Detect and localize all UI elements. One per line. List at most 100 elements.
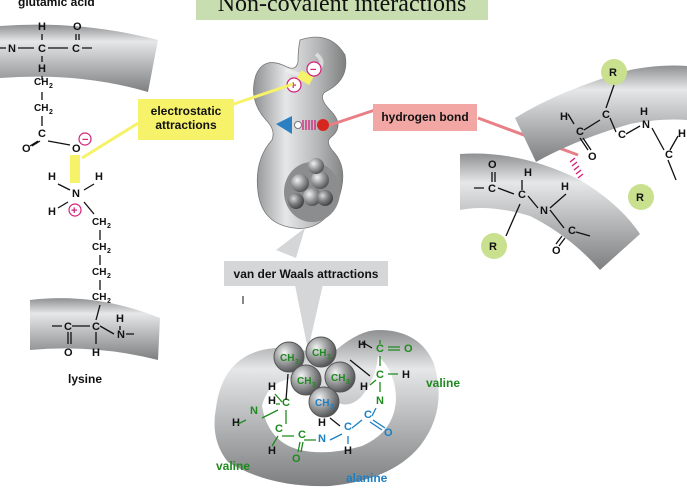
svg-text:CH: CH xyxy=(297,376,311,387)
svg-text:N: N xyxy=(376,395,384,407)
vdw-pointer-top xyxy=(276,228,305,258)
svg-text:H: H xyxy=(360,381,368,393)
svg-text:O: O xyxy=(588,151,597,163)
callout-hydrogen-bond: hydrogen bond xyxy=(373,110,477,124)
svg-text:CH: CH xyxy=(331,373,345,384)
svg-text:C: C xyxy=(568,225,576,237)
electrostatic-box xyxy=(138,99,234,140)
svg-text:O: O xyxy=(73,21,82,33)
svg-text:CH: CH xyxy=(92,217,106,228)
svg-text:2: 2 xyxy=(107,298,111,305)
svg-text:H: H xyxy=(318,417,326,429)
svg-text:CH: CH xyxy=(315,398,329,409)
svg-text:H: H xyxy=(38,21,46,33)
title-banner: Non-covalent interactions xyxy=(196,0,488,20)
svg-text:C: C xyxy=(38,128,46,140)
svg-text:C: C xyxy=(275,423,283,435)
label-valine-left: valine xyxy=(216,459,250,473)
svg-text:H: H xyxy=(402,369,410,381)
svg-text:+: + xyxy=(71,205,77,217)
svg-text:C: C xyxy=(602,109,610,121)
lysine-backbone-atoms: H C C N O H xyxy=(52,304,134,359)
svg-text:R: R xyxy=(636,192,644,204)
svg-text:O: O xyxy=(22,143,31,155)
svg-text:H: H xyxy=(95,171,103,183)
svg-text:CH: CH xyxy=(34,77,48,88)
title-text: Non-covalent interactions xyxy=(217,0,467,17)
svg-text:C: C xyxy=(298,429,306,441)
svg-text:R: R xyxy=(609,67,617,79)
svg-text:N: N xyxy=(117,329,125,341)
hbond-box xyxy=(373,104,477,131)
hbond-pointer xyxy=(329,108,376,127)
svg-text:C: C xyxy=(38,43,46,55)
svg-text:C: C xyxy=(344,421,352,433)
svg-text:3: 3 xyxy=(327,354,331,361)
svg-text:N: N xyxy=(72,188,80,200)
hydrophobic-balls xyxy=(288,158,333,209)
vdw-atoms: H C O C H N H H C H N H C H C O N H C H … xyxy=(232,339,413,465)
svg-text:H: H xyxy=(678,128,686,140)
lower-strand xyxy=(460,153,640,270)
svg-text:H: H xyxy=(524,167,532,179)
svg-text:H: H xyxy=(38,63,46,75)
glutamate-backbone xyxy=(0,24,158,92)
electrostatic-pointer-bottom xyxy=(81,120,141,160)
svg-text:C: C xyxy=(376,343,384,355)
svg-text:H: H xyxy=(358,339,366,351)
svg-text:H: H xyxy=(561,181,569,193)
svg-text:CH: CH xyxy=(312,348,326,359)
svg-text:CH: CH xyxy=(92,292,106,303)
label-alanine: alanine xyxy=(346,471,388,485)
svg-text:H: H xyxy=(268,395,276,407)
callout-electrostatic-text: electrostatic attractions xyxy=(150,104,222,132)
callout-van-der-waals-text: van der Waals attractions xyxy=(233,267,379,281)
svg-text:−: − xyxy=(82,134,88,146)
svg-text:C: C xyxy=(92,321,100,333)
svg-text:O: O xyxy=(488,159,497,171)
svg-text:O: O xyxy=(552,245,561,257)
svg-text:2: 2 xyxy=(107,248,111,255)
svg-text:H: H xyxy=(560,111,568,123)
svg-text:+: + xyxy=(290,80,296,92)
svg-text:N: N xyxy=(642,119,650,131)
svg-text:C: C xyxy=(72,43,80,55)
svg-text:H: H xyxy=(268,381,276,393)
svg-text:3: 3 xyxy=(346,379,350,386)
svg-text:C: C xyxy=(282,397,290,409)
svg-text:3: 3 xyxy=(295,359,299,366)
svg-text:H: H xyxy=(232,417,240,429)
svg-text:H: H xyxy=(268,445,276,457)
svg-text:C: C xyxy=(665,149,673,161)
svg-text:H: H xyxy=(48,206,56,218)
svg-text:CH: CH xyxy=(34,103,48,114)
svg-text:2: 2 xyxy=(49,109,53,116)
protein-hbond xyxy=(276,116,329,134)
electrostatic-link xyxy=(70,155,80,183)
svg-text:H: H xyxy=(640,106,648,118)
svg-text:−: − xyxy=(310,64,316,76)
svg-text:CH: CH xyxy=(92,267,106,278)
hbond-dashes xyxy=(569,157,584,179)
lower-strand-atoms: O H H C C N C O R xyxy=(474,159,591,259)
svg-text:3: 3 xyxy=(312,382,316,389)
callout-van-der-waals: van der Waals attractions xyxy=(224,267,388,281)
svg-text:C: C xyxy=(64,321,72,333)
upper-strand xyxy=(515,65,687,162)
svg-text:C: C xyxy=(376,369,384,381)
callout-electrostatic: electrostatic attractions xyxy=(138,104,234,132)
svg-text:3: 3 xyxy=(330,404,334,411)
svg-text:H: H xyxy=(92,347,100,359)
svg-text:2: 2 xyxy=(107,223,111,230)
svg-text:C: C xyxy=(364,409,372,421)
svg-text:R: R xyxy=(489,241,497,253)
svg-text:N: N xyxy=(540,205,548,217)
svg-text:O: O xyxy=(64,347,73,359)
svg-text:C: C xyxy=(618,129,626,141)
svg-text:CH: CH xyxy=(92,242,106,253)
